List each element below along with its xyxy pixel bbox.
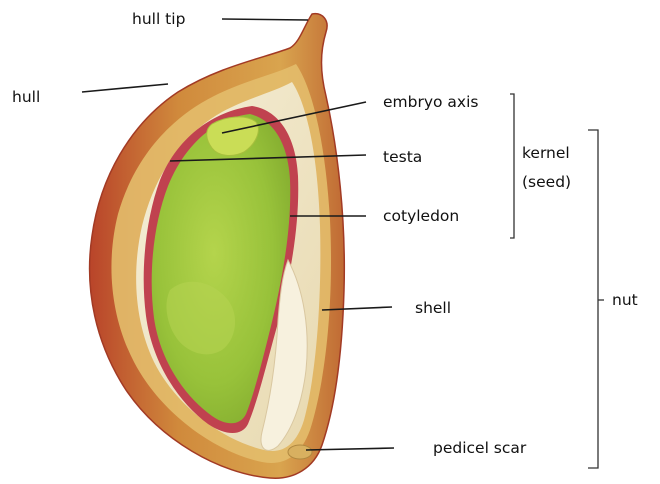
label-pedicel-scar: pedicel scar (433, 439, 527, 457)
leader-hull (82, 84, 168, 92)
nut-bracket (588, 130, 598, 468)
label-shell: shell (415, 299, 451, 317)
leader-hull-tip (222, 19, 308, 20)
pedicel-scar-shape (288, 445, 312, 459)
label-hull-tip: hull tip (132, 10, 185, 28)
label-nut: nut (612, 291, 638, 309)
label-embryo-axis: embryo axis (383, 93, 478, 111)
label-hull: hull (12, 88, 40, 106)
label-testa: testa (383, 148, 422, 166)
label-seed: (seed) (522, 173, 571, 191)
kernel-bracket (510, 94, 514, 238)
label-cotyledon: cotyledon (383, 207, 459, 225)
label-kernel: kernel (522, 144, 570, 162)
